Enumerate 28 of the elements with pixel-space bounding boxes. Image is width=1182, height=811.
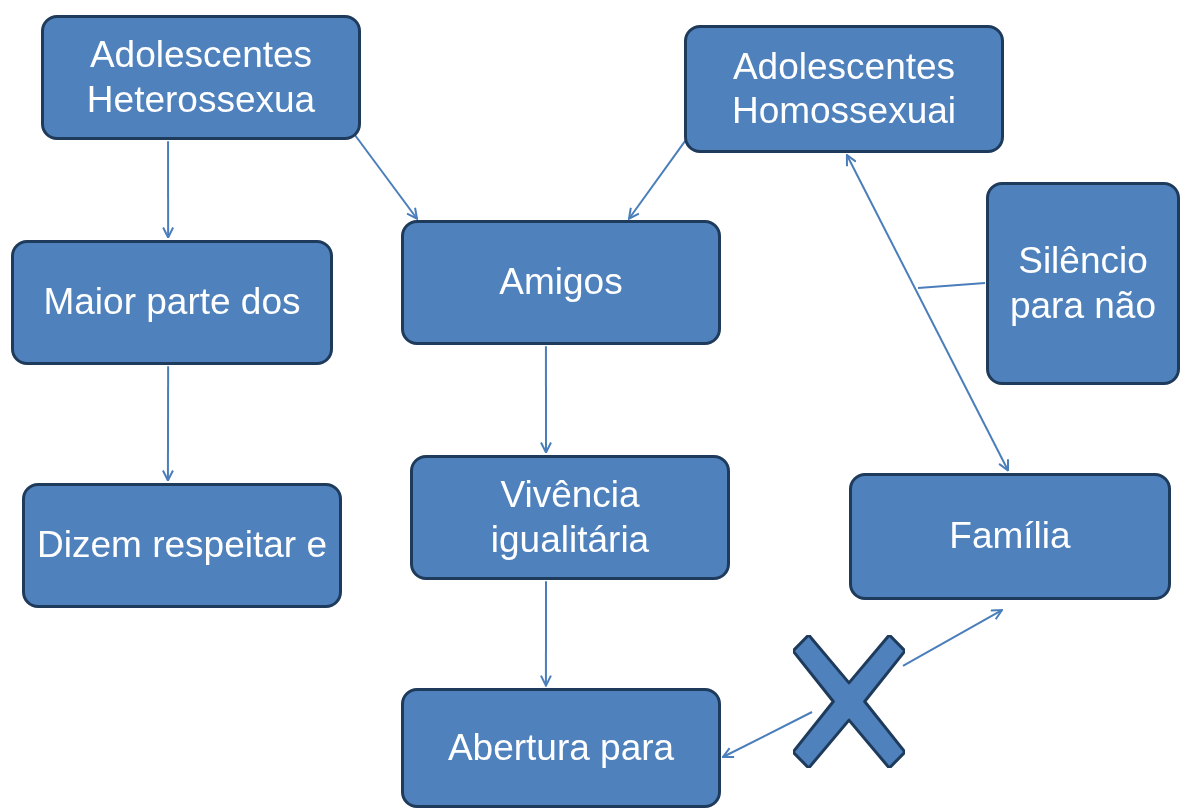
box-label: Amigos	[499, 260, 623, 305]
arrow	[162, 140, 175, 239]
arrow	[721, 711, 814, 758]
arrow	[540, 345, 552, 454]
cross-mark	[793, 635, 905, 768]
process-box	[401, 688, 721, 808]
box-label: Dizem respeitar e	[37, 523, 327, 568]
process-box	[410, 455, 730, 580]
arrow	[902, 609, 1003, 667]
arrow	[845, 154, 1010, 472]
arrow	[161, 365, 174, 482]
process-box	[401, 220, 721, 345]
box-label: Abertura para	[447, 725, 675, 770]
process-box	[986, 182, 1180, 385]
box-label: Família	[949, 514, 1071, 559]
box-label: Vivência igualitária	[489, 473, 651, 562]
box-label: Silêncio para não	[1008, 239, 1158, 328]
box-label: Adolescentes Homossexuai	[730, 44, 958, 133]
leader-line	[917, 282, 987, 289]
process-box	[849, 473, 1171, 600]
process-box	[11, 240, 333, 365]
process-box	[41, 15, 361, 140]
arrow	[539, 580, 552, 687]
arrow	[353, 134, 418, 220]
box-label: Maior parte dos	[43, 280, 301, 325]
box-label: Adolescentes Heterossexua	[85, 33, 317, 122]
process-box	[22, 483, 342, 608]
process-box	[684, 25, 1004, 153]
